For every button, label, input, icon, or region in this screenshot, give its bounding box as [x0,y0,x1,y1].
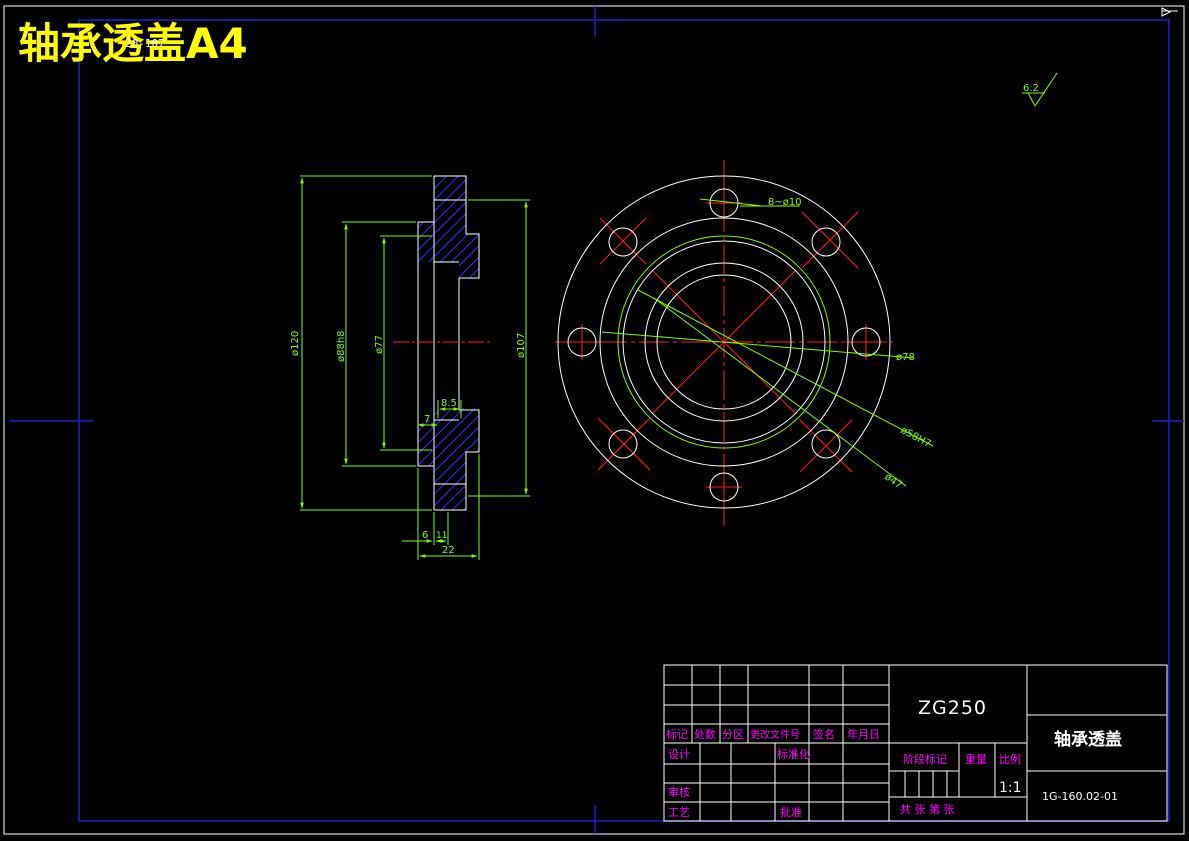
label-ratio: 比例 [999,752,1021,766]
part-name: 轴承透盖 [1054,729,1122,750]
header-change-doc: 更改文件号 [750,728,800,741]
sheet-outer-border [3,5,1185,835]
dim-6: 6 [422,530,428,541]
front-dimension-lines [601,198,934,487]
roughness-symbol [1022,72,1058,107]
header-date: 年月日 [847,727,880,741]
section-dimension-lines [300,175,530,560]
centering-marks [10,6,1184,834]
section-view: ø120 ø88h8 ø77 ø107 8.5 7 6 11 22 [290,175,530,560]
bolt-hole-centerlines [564,178,886,508]
roughness-value: 6.2 [1023,83,1039,94]
title-block [663,664,1168,822]
sheet-inner-frame [78,19,1170,822]
header-sign: 签名 [813,727,835,741]
header-zone: 分区 [722,728,744,741]
dim-holes: 8~ø10 [768,197,802,208]
dim-7: 7 [424,414,430,425]
label-standardization: 标准化 [777,747,810,761]
overlay-text: 20-107 [125,37,165,50]
arrow-mark [1161,7,1178,17]
title-block-texts: 标记 处数 分区 更改文件号 签名 年月日 设计 标准化 审核 工艺 批准 阶段… [666,727,1021,819]
dim-8-5: 8.5 [441,398,457,409]
section-hatch [418,176,479,510]
label-design: 设计 [668,748,690,761]
front-outline [557,175,891,509]
material: ZG250 [918,697,987,719]
section-dimension-texts: ø120 ø88h8 ø77 ø107 8.5 7 6 11 22 [290,330,527,556]
header-mark: 标记 [666,727,688,741]
header-count: 处数 [694,728,716,741]
dim-11: 11 [436,531,447,541]
sheet-title: 轴承透盖A4 [18,19,248,68]
drawing-number: 1G-160.02-01 [1042,790,1118,803]
dim-d78: ø78 [896,352,915,363]
label-sheets: 共 张 第 张 [900,802,955,816]
dim-22: 22 [442,545,455,556]
label-review: 审核 [668,785,690,799]
scale-value: 1:1 [999,780,1022,796]
label-weight: 重量 [965,752,987,766]
label-process: 工艺 [668,806,690,819]
dim-d120: ø120 [290,331,301,356]
front-dimension-texts: 8~ø10 ø78 ø58H7 ø47 [768,197,933,491]
chamfer-circle [617,235,831,449]
front-view: 8~ø10 ø78 ø58H7 ø47 [555,160,934,528]
dim-d47: ø47 [882,471,904,491]
dim-d88h8: ø88h8 [336,330,347,362]
label-stage-mark: 阶段标记 [903,752,947,766]
label-approve: 批准 [780,805,802,819]
dim-d58h7: ø58H7 [899,425,933,450]
dim-d77: ø77 [374,335,385,354]
dim-d107: ø107 [516,333,527,358]
